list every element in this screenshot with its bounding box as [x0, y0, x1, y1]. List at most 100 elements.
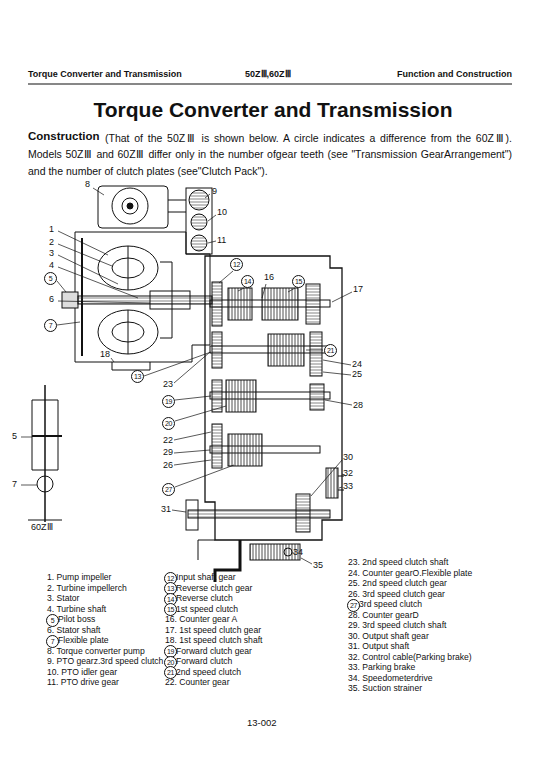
part-name: 1st speed clutch [176, 605, 238, 614]
part-name: 9. PTO gearz.3rd speed clutch [47, 657, 163, 666]
part-name: 24. Counter gearO.Flexible plate [348, 569, 472, 578]
drawing-stroke [62, 292, 78, 308]
circled-callout: 20 [162, 417, 175, 430]
circled-callout: 7 [44, 319, 57, 332]
part-name: 32. Control cable(Parking brake) [348, 653, 472, 662]
drawing-stroke [57, 281, 66, 292]
drawing-stroke [32, 435, 62, 437]
header-text: Function and Construction [397, 70, 512, 80]
drawing-stroke [93, 188, 104, 195]
drawing-stroke [339, 487, 342, 488]
circled-callout: 14 [241, 275, 254, 288]
callout-number: 32 [343, 469, 353, 479]
callout-number: 17 [353, 285, 363, 295]
drawing-stroke [306, 350, 323, 351]
drawing-stroke [58, 301, 150, 303]
drawing-stroke [28, 83, 512, 84]
drawing-stroke [174, 432, 211, 440]
callout-number: 6 [49, 295, 54, 305]
drawing-stroke [228, 434, 262, 466]
drawing-stroke [210, 446, 320, 453]
drawing-stroke [250, 544, 300, 560]
drawing-stroke [168, 212, 186, 213]
drawing-stroke [174, 460, 211, 465]
callout-number: 33 [343, 482, 353, 492]
drawing-stroke [44, 385, 46, 522]
drawing-stroke [21, 186, 352, 582]
drawing-stroke [172, 510, 186, 512]
part-name: 31. Output shaft [348, 642, 409, 651]
drawing-stroke [208, 241, 216, 243]
drawing-stroke [168, 200, 186, 201]
drawing-stroke [219, 271, 233, 283]
part-name: 1. Pump impeller [47, 573, 111, 582]
drawing-stroke [228, 288, 252, 320]
drawing-stroke [186, 500, 198, 530]
part-name: 34. Speedometerdrive [348, 674, 433, 683]
drawing-stroke [189, 190, 209, 210]
part-name: 26. 3rd speed clutch gear [348, 590, 445, 599]
drawing-stroke [212, 282, 222, 326]
drawing-stroke [332, 292, 352, 302]
drawing-stroke [191, 235, 207, 251]
circled-callout: 12 [230, 258, 243, 271]
callout-number: 9 [212, 187, 217, 197]
drawing-stroke [57, 322, 80, 325]
drawing-stroke [310, 384, 324, 410]
drawing-stroke [268, 334, 304, 366]
part-name: 22. Counter gear [165, 678, 230, 687]
drawing-stroke [127, 203, 133, 209]
callout-number: 31 [161, 505, 171, 515]
drawing-stroke [58, 267, 138, 298]
part-name: Input shaft gear [176, 573, 236, 582]
header-text: Torque Converter and Transmission [28, 70, 182, 80]
drawing-stroke [262, 284, 266, 298]
part-name: 4. Turbine shaft [47, 605, 106, 614]
drawing-stroke [58, 255, 118, 284]
circled-callout: 13 [131, 370, 144, 383]
callout-number: 7 [12, 480, 17, 490]
drawing-stroke [58, 231, 108, 255]
part-name: 6. Stator shaft [47, 626, 101, 635]
part-name: Flexible plate [58, 636, 109, 645]
callout-number: 28 [353, 401, 363, 411]
part-name: Forward clutch [176, 657, 232, 666]
part-name: 25. 2nd speed clutch gear [348, 579, 447, 588]
drawing-stroke [310, 332, 322, 376]
drawing-stroke [128, 310, 129, 354]
callout-number: 35 [313, 561, 323, 571]
drawing-stroke [174, 450, 210, 453]
page-number: 13-002 [247, 718, 277, 728]
drawing-stroke [21, 188, 352, 564]
drawing-stroke [144, 352, 211, 376]
drawing-stroke [98, 246, 158, 290]
drawing-stroke [226, 380, 256, 412]
drawing-stroke [212, 380, 222, 412]
drawing-stroke [326, 468, 338, 498]
part-name: Pilot boss [58, 615, 95, 624]
callout-number: 8 [85, 180, 90, 190]
callout-number: 16 [264, 273, 274, 283]
callout-number: 23 [163, 380, 173, 390]
part-name: Forward clutch gear [176, 647, 252, 656]
part-name: 35. Suction strainer [348, 684, 422, 693]
drawing-stroke [323, 360, 351, 365]
drawing-stroke [296, 494, 310, 532]
callout-number: 2 [49, 238, 54, 248]
drawing-stroke [175, 396, 211, 400]
drawing-stroke [21, 437, 32, 438]
drawing-stroke [323, 372, 351, 375]
callout-number: 25 [352, 370, 362, 380]
part-name: 30. Output shaft gear [348, 632, 429, 641]
part-name: 17. 1st speed clutch gear [165, 626, 261, 635]
callout-number: 60ZⅢ [31, 523, 53, 533]
callout-number: 22 [163, 436, 173, 446]
header-text: 50ZⅢ,60ZⅢ [245, 70, 291, 80]
part-name: 3. Stator [47, 594, 79, 603]
drawing-stroke [98, 186, 168, 228]
drawing-stroke [98, 310, 158, 354]
callout-number: 18 [100, 350, 110, 360]
drawing-stroke [112, 188, 148, 224]
drawing-stroke [37, 476, 53, 492]
